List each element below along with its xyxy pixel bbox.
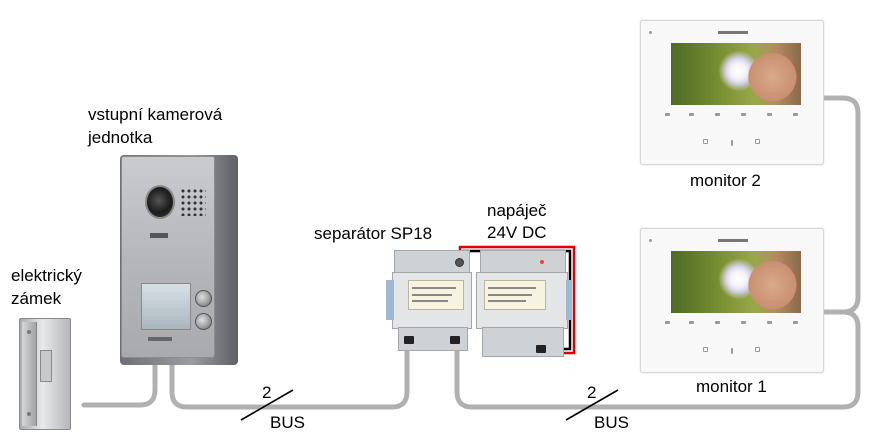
monitor-2-screen — [671, 43, 801, 105]
monitor-1-screen — [671, 251, 801, 313]
lock-to-camera-wire — [81, 357, 158, 408]
power-led — [540, 260, 544, 264]
lock-label-line1: elektrický — [11, 266, 82, 285]
monitor-2 — [640, 20, 824, 165]
bus-wire-camera-to-separator — [169, 349, 410, 410]
bus-label-left: BUS — [270, 413, 305, 432]
call-button-1 — [195, 290, 212, 307]
psu-label-line2: 24V DC — [487, 223, 547, 242]
camera-unit-label-line1: vstupní kamerová — [88, 105, 223, 124]
lock-label-line2: zámek — [11, 289, 62, 308]
speaker-grille — [180, 188, 206, 216]
monitor-loop-wire — [820, 95, 861, 315]
call-button-2 — [195, 313, 212, 330]
bus-label-right: BUS — [594, 413, 629, 432]
bus-wire-count-right: 2 — [587, 383, 597, 402]
separator-label: separátor SP18 — [314, 224, 433, 243]
name-card — [141, 283, 191, 330]
bus-wire-count-left: 2 — [262, 383, 272, 402]
camera-lens-icon — [145, 185, 175, 219]
psu-label-line1: napáječ — [487, 201, 547, 220]
monitor-1 — [640, 228, 824, 373]
monitor-1-label: monitor 1 — [696, 377, 767, 396]
camera-unit-label-line2: jednotka — [88, 128, 153, 147]
bus-slash-left — [240, 389, 294, 421]
monitor-2-label: monitor 2 — [690, 171, 761, 190]
bus-wire-separator-to-monitors — [454, 309, 861, 410]
bus-slash-right — [565, 389, 619, 421]
